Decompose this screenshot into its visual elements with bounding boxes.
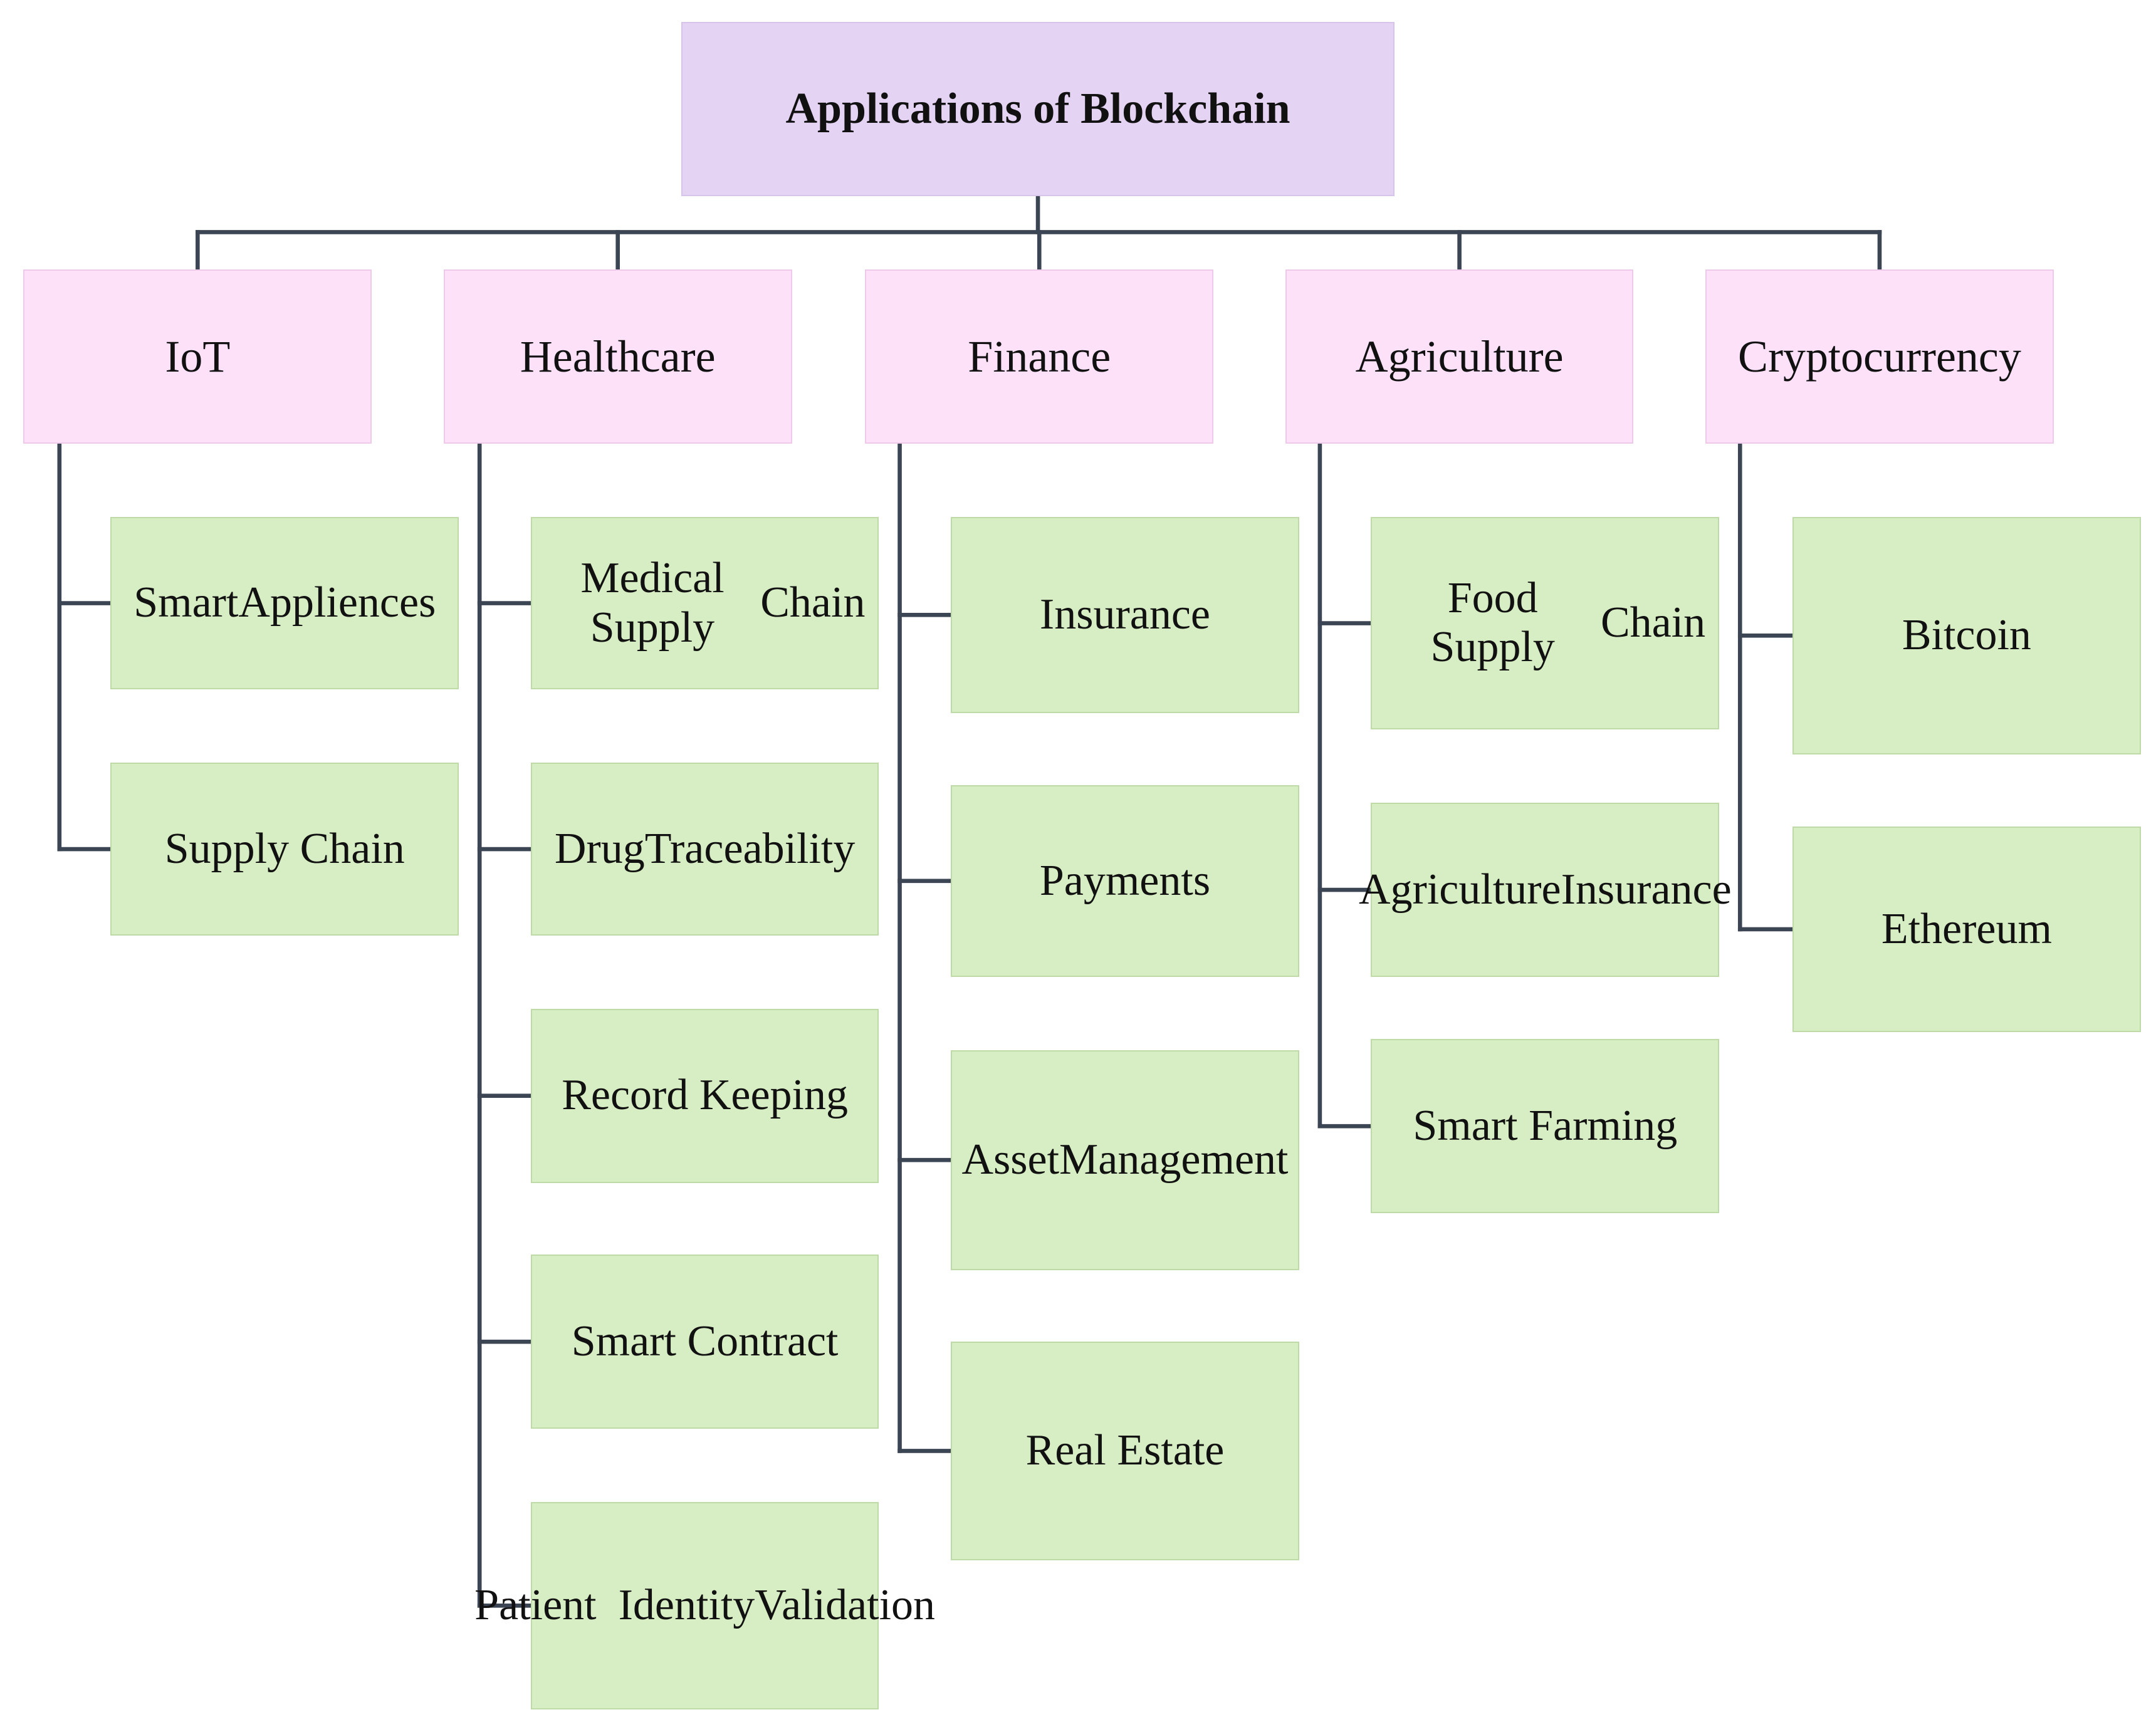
category-agriculture: Agriculture [1285, 269, 1634, 444]
category-finance: Finance [865, 269, 1214, 444]
category-iot: IoT [23, 269, 372, 444]
category-healthcare: Healthcare [443, 269, 792, 444]
leaf-supply-chain: Supply Chain [110, 763, 459, 936]
leaf-insurance: Insurance [951, 516, 1299, 713]
category-cryptocurrency: Cryptocurrency [1705, 269, 2054, 444]
leaf-ethereum: Ethereum [1792, 826, 2141, 1033]
leaf-bitcoin: Bitcoin [1792, 516, 2141, 754]
leaf-payments: Payments [951, 785, 1299, 977]
root-node: Applications of Blockchain [681, 22, 1395, 197]
leaf-smart-contract: Smart Contract [530, 1255, 879, 1429]
leaf-smart-farming: Smart Farming [1371, 1039, 1720, 1214]
leaf-record-keeping: Record Keeping [530, 1008, 879, 1183]
leaf-real-estate: Real Estate [951, 1342, 1299, 1560]
